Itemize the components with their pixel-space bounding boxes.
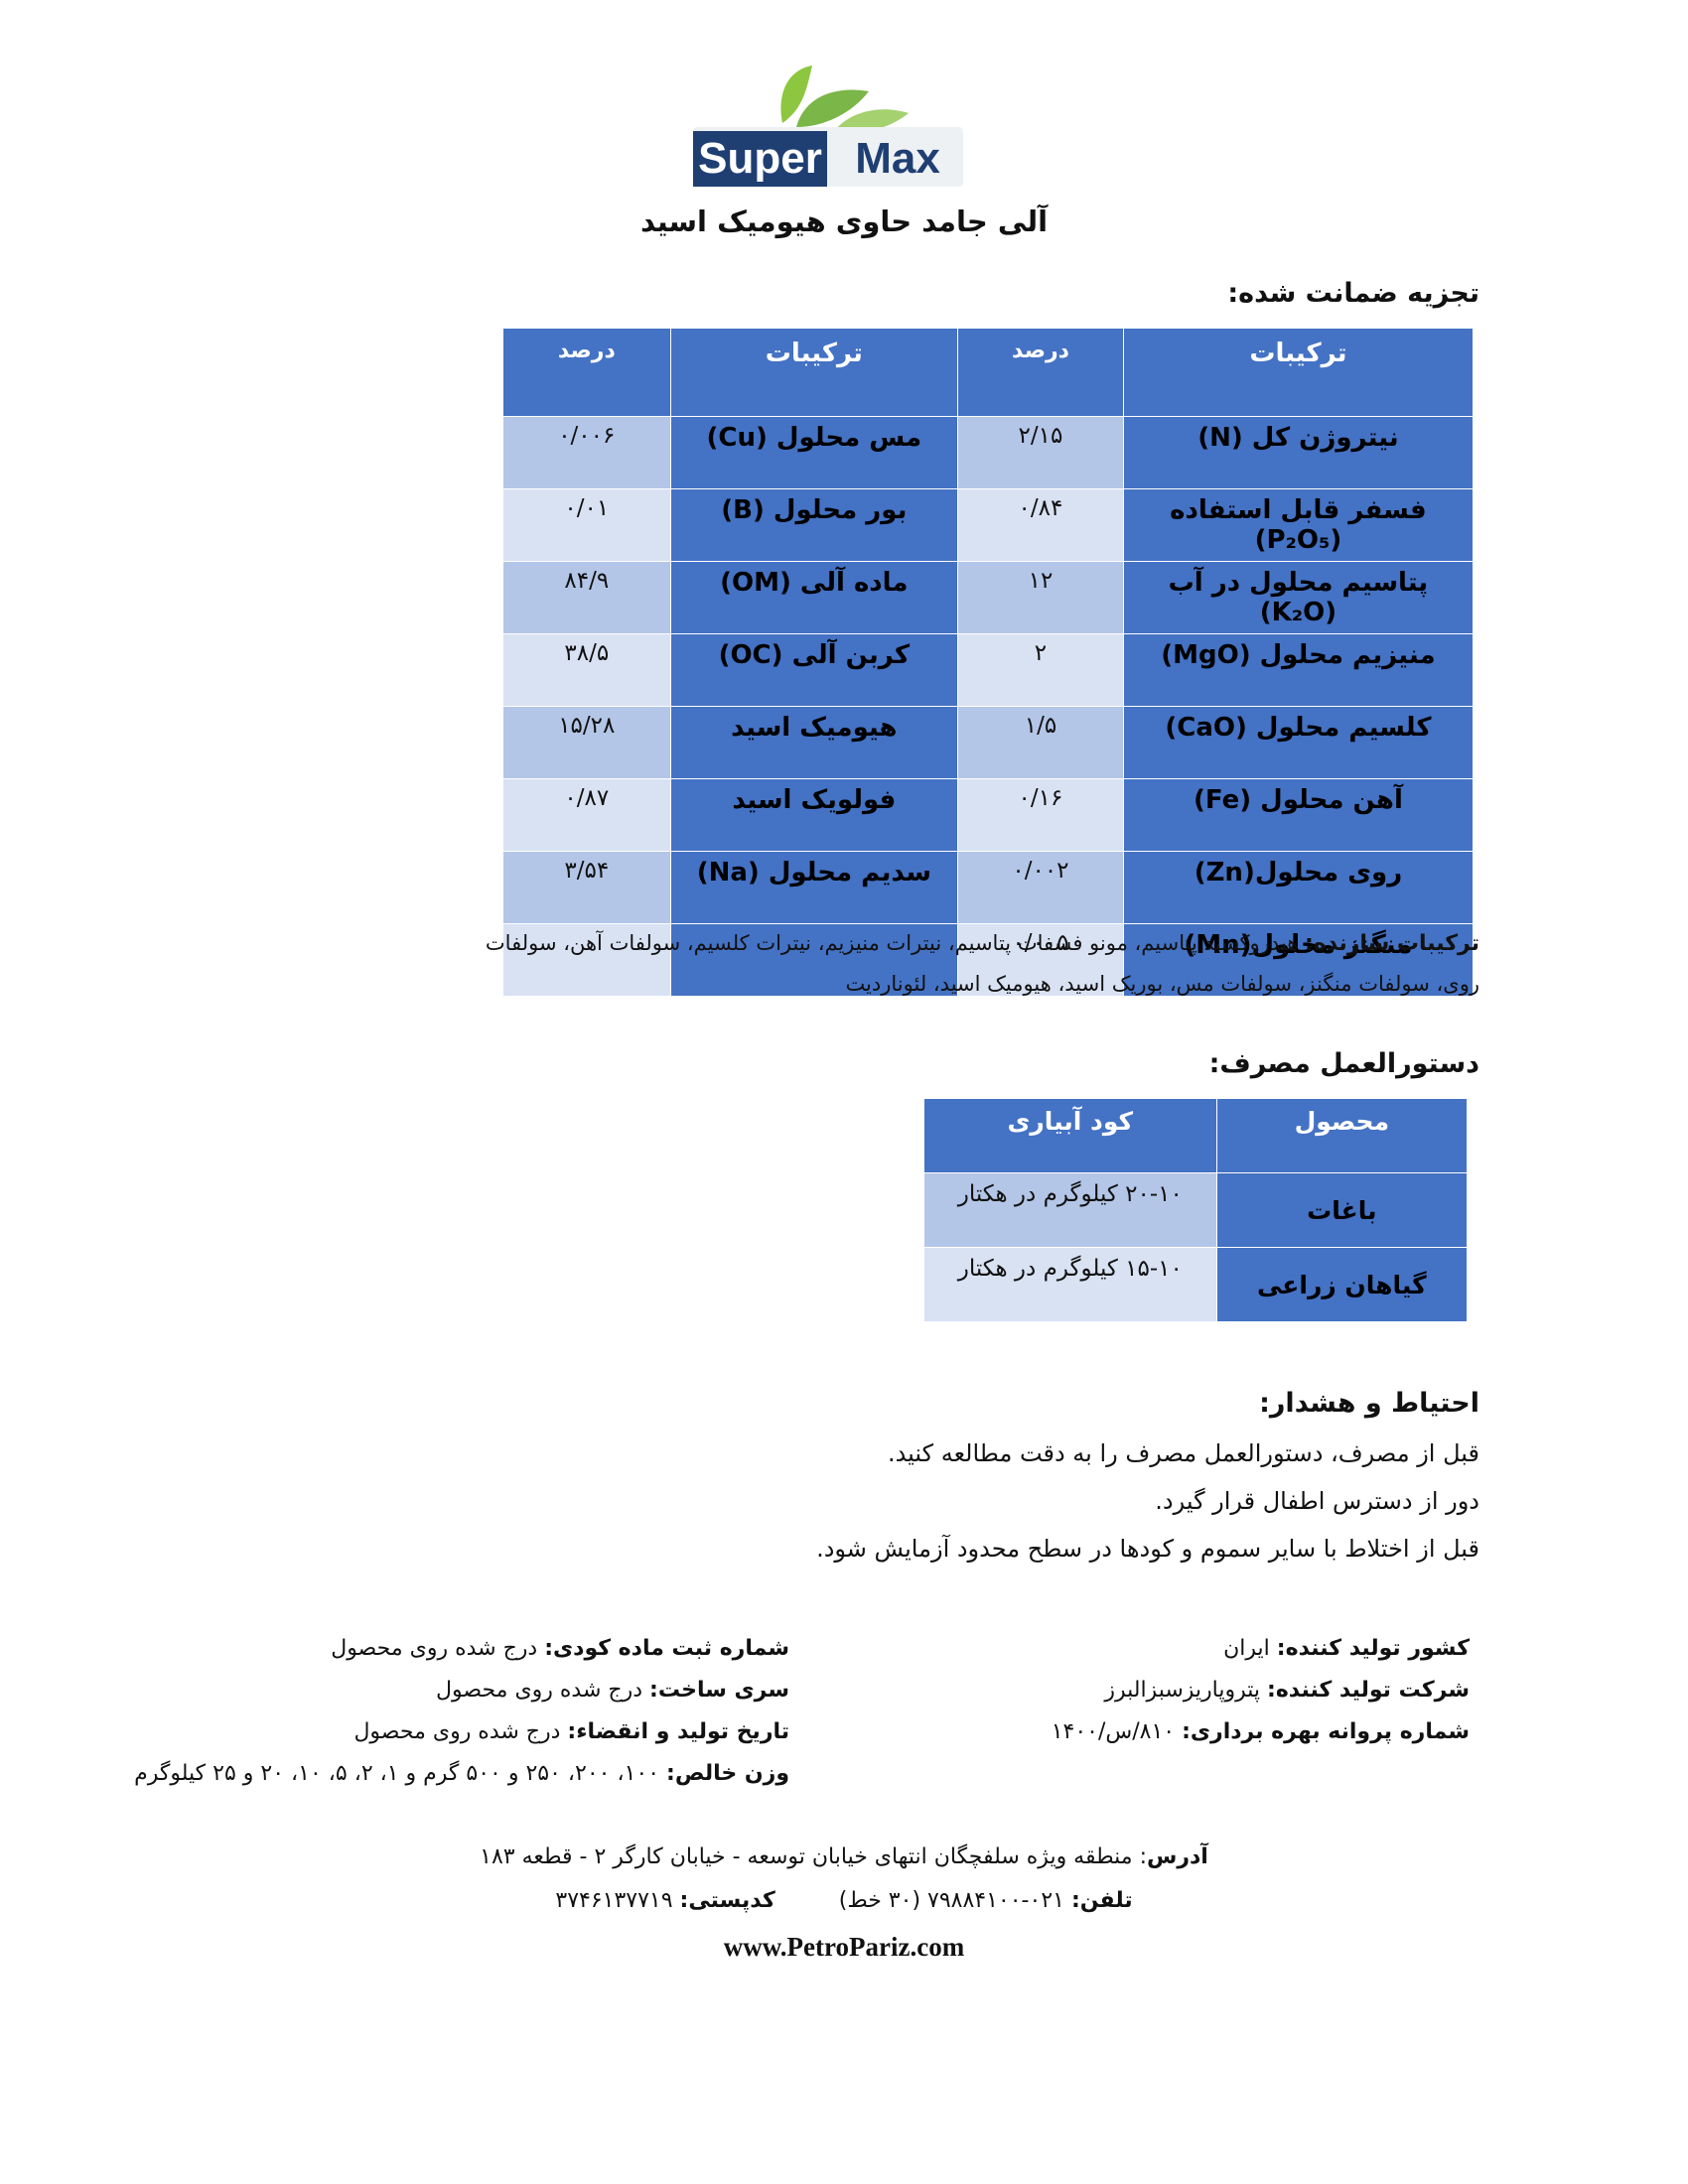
component-percent: ۰/۸۴ — [957, 488, 1124, 562]
component-percent: ۰/۰۰۶ — [502, 416, 671, 489]
ingredients-text: هیدروکسید پتاسیم، مونو فسفات پتاسیم، نیت… — [485, 931, 1479, 996]
info-label: سری ساخت: — [649, 1678, 789, 1703]
component-name: فولویک اسید — [669, 778, 959, 852]
info-label: وزن خالص: — [666, 1761, 789, 1786]
component-percent: ۰/۰۱ — [502, 488, 671, 562]
table-row: فسفر قابل استفاده (P₂O₅) ۰/۸۴ بور محلول … — [502, 488, 1475, 562]
table-row: گیاهان زراعی ۱۵-۱۰ کیلوگرم در هکتار — [923, 1247, 1469, 1322]
logo-word-max: Max — [855, 134, 940, 183]
header-rate: کود آبیاری — [923, 1098, 1217, 1173]
license-number: شماره پروانه بهره برداری: ۸۱۰/س/۱۴۰۰ — [1052, 1719, 1470, 1744]
component-percent — [502, 923, 671, 997]
analysis-header-row: ترکیبات درصد ترکیبات درصد — [502, 328, 1475, 417]
crop-name: باغات — [1215, 1172, 1469, 1248]
info-value: ایران — [1223, 1636, 1277, 1661]
registration-number: شماره ثبت ماده کودی: درج شده روی محصول — [331, 1636, 789, 1661]
info-value: پتروپاریزسبزالبرز — [1104, 1678, 1268, 1703]
header-comp-1: ترکیبات — [1122, 328, 1475, 417]
phone-label: تلفن: — [1070, 1888, 1133, 1913]
info-label: شماره ثبت ماده کودی: — [544, 1636, 789, 1661]
ingredients-paragraph: ترکیبات سازنده: هیدروکسید پتاسیم، مونو ف… — [477, 923, 1479, 1005]
batch-number: سری ساخت: درج شده روی محصول — [436, 1678, 789, 1703]
component-percent: ۲ — [957, 633, 1124, 707]
production-expiry-date: تاریخ تولید و انقضاء: درج شده روی محصول — [353, 1719, 789, 1744]
component-percent: ۱۲ — [957, 561, 1124, 634]
table-row: نیتروژن کل (N) ۲/۱۵ مس محلول (Cu) ۰/۰۰۶ — [502, 416, 1475, 489]
info-value: درج شده روی محصول — [436, 1678, 650, 1703]
address: آدرس: منطقه ویژه سلفچگان انتهای خیابان ت… — [0, 1844, 1688, 1869]
usage-title: دستورالعمل مصرف: — [1208, 1048, 1479, 1079]
component-percent: ۰/۰۰۲ — [957, 851, 1124, 924]
component-name: نیتروژن کل (N) — [1122, 416, 1475, 489]
component-name: مس محلول (Cu) — [669, 416, 959, 489]
header-pct-2: درصد — [502, 328, 671, 417]
component-name: روی محلول(Zn) — [1122, 851, 1475, 924]
component-name: بور محلول (B) — [669, 488, 959, 562]
component-name: فسفر قابل استفاده (P₂O₅) — [1122, 488, 1475, 562]
component-percent: ۰/۰۰۵ — [957, 923, 1124, 997]
caution-line: قبل از اختلاط با سایر سموم و کودها در سط… — [816, 1535, 1479, 1563]
component-percent: ۰/۱۶ — [957, 778, 1124, 852]
table-row: پتاسیم محلول در آب (K₂O) ۱۲ ماده آلی (OM… — [502, 561, 1475, 634]
component-name: سدیم محلول (Na) — [669, 851, 959, 924]
contact-line: تلفن: ۰۲۱-۷۹۸۸۴۱۰۰ (۳۰ خط) کدپستی: ۳۷۴۶۱… — [0, 1888, 1688, 1913]
info-value: ۸۱۰/س/۱۴۰۰ — [1051, 1719, 1183, 1744]
table-row: کلسیم محلول (CaO) ۱/۵ هیومیک اسید ۱۵/۲۸ — [502, 706, 1475, 779]
component-name: منگنز محلول(Mn) — [1122, 923, 1475, 997]
postal-label: کدپستی: — [679, 1888, 775, 1913]
header-crop: محصول — [1215, 1098, 1469, 1173]
component-name: منیزیم محلول (MgO) — [1122, 633, 1475, 707]
address-text: : منطقه ویژه سلفچگان انتهای خیابان توسعه… — [480, 1844, 1147, 1869]
phone-number: ۰۲۱-۷۹۸۸۴۱۰۰ (۳۰ خط) — [838, 1888, 1071, 1913]
table-row: منگنز محلول(Mn) ۰/۰۰۵ — [502, 923, 1475, 997]
crop-name: گیاهان زراعی — [1215, 1247, 1469, 1322]
info-label: شماره پروانه بهره برداری: — [1182, 1719, 1470, 1744]
component-percent: ۳۸/۵ — [502, 633, 671, 707]
table-row: آهن محلول (Fe) ۰/۱۶ فولویک اسید ۰/۸۷ — [502, 778, 1475, 852]
header-comp-2: ترکیبات — [669, 328, 959, 417]
usage-header-row: محصول کود آبیاری — [923, 1098, 1469, 1173]
manufacturer-company: شرکت تولید کننده: پتروپاریزسبزالبرز — [1104, 1678, 1470, 1703]
logo-word-super: Super — [693, 131, 827, 187]
table-row: روی محلول(Zn) ۰/۰۰۲ سدیم محلول (Na) ۳/۵۴ — [502, 851, 1475, 924]
analysis-table: ترکیبات درصد ترکیبات درصد نیتروژن کل (N)… — [502, 328, 1475, 997]
net-weight: وزن خالص: ۱۰۰، ۲۰۰، ۲۵۰ و ۵۰۰ گرم و ۱، ۲… — [134, 1761, 789, 1786]
info-value: درج شده روی محصول — [353, 1719, 568, 1744]
caution-title: احتیاط و هشدار: — [1259, 1388, 1479, 1419]
info-label: شرکت تولید کننده: — [1267, 1678, 1470, 1703]
analysis-title: تجزیه ضمانت شده: — [1227, 278, 1479, 309]
caution-line: قبل از مصرف، دستورالعمل مصرف را به دقت م… — [887, 1439, 1479, 1467]
info-value: ۱۰۰، ۲۰۰، ۲۵۰ و ۵۰۰ گرم و ۱، ۲، ۵، ۱۰، ۲… — [134, 1761, 667, 1786]
table-row: منیزیم محلول (MgO) ۲ کربن آلی (OC) ۳۸/۵ — [502, 633, 1475, 707]
component-percent: ۰/۸۷ — [502, 778, 671, 852]
website-link[interactable]: www.PetroPariz.com — [723, 1932, 965, 1962]
component-name: هیومیک اسید — [669, 706, 959, 779]
table-row: باغات ۲۰-۱۰ کیلوگرم در هکتار — [923, 1172, 1469, 1248]
manufacturer-country: کشور تولید کننده: ایران — [1223, 1636, 1470, 1661]
component-percent: ۱۵/۲۸ — [502, 706, 671, 779]
application-rate: ۱۵-۱۰ کیلوگرم در هکتار — [923, 1247, 1217, 1322]
info-value: درج شده روی محصول — [331, 1636, 545, 1661]
caution-line: دور از دسترس اطفال قرار گیرد. — [1155, 1487, 1479, 1515]
component-percent: ۲/۱۵ — [957, 416, 1124, 489]
component-name — [669, 923, 959, 997]
usage-table: محصول کود آبیاری باغات ۲۰-۱۰ کیلوگرم در … — [923, 1098, 1469, 1322]
component-percent: ۳/۵۴ — [502, 851, 671, 924]
postal-code: ۳۷۴۶۱۳۷۷۱۹ — [555, 1888, 680, 1913]
component-name: کربن آلی (OC) — [669, 633, 959, 707]
header-pct-1: درصد — [957, 328, 1124, 417]
info-label: کشور تولید کننده: — [1276, 1636, 1470, 1661]
ingredients-label: ترکیبات سازنده: — [1304, 931, 1479, 956]
component-name: آهن محلول (Fe) — [1122, 778, 1475, 852]
address-label: آدرس — [1146, 1844, 1208, 1869]
component-name: پتاسیم محلول در آب (K₂O) — [1122, 561, 1475, 634]
component-name: کلسیم محلول (CaO) — [1122, 706, 1475, 779]
product-title: آلی جامد حاوی هیومیک اسید — [639, 205, 1049, 238]
application-rate: ۲۰-۱۰ کیلوگرم در هکتار — [923, 1172, 1217, 1248]
component-percent: ۱/۵ — [957, 706, 1124, 779]
brand-logo: Super Max — [685, 62, 983, 196]
component-name: ماده آلی (OM) — [669, 561, 959, 634]
component-percent: ۸۴/۹ — [502, 561, 671, 634]
info-label: تاریخ تولید و انقضاء: — [567, 1719, 789, 1744]
